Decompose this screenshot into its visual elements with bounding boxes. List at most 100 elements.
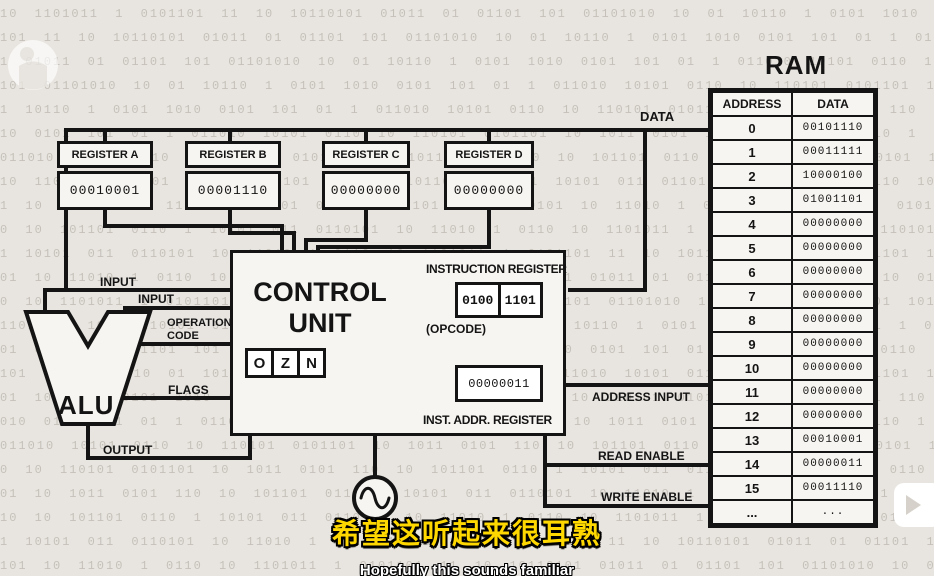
flag-cell: Z bbox=[274, 348, 300, 378]
ram-address-cell: 5 bbox=[711, 235, 793, 261]
flags-wire-label: FLAGS bbox=[168, 383, 209, 397]
ram-header-row: ADDRESS DATA bbox=[711, 91, 875, 117]
ram-data-cell: 00000000 bbox=[791, 379, 875, 405]
ram-data-cell: 00011111 bbox=[791, 139, 875, 165]
instruction-feed-wire bbox=[568, 128, 647, 292]
ram-data-cell: ... bbox=[791, 499, 875, 525]
ram-address-cell: 8 bbox=[711, 307, 793, 333]
ram-data-cell: 10000100 bbox=[791, 163, 875, 189]
ram-data-cell: 00011110 bbox=[791, 475, 875, 501]
ram-address-cell: 10 bbox=[711, 355, 793, 381]
inst-addr-register-value: 00000011 bbox=[455, 365, 543, 402]
ram-address-cell: 6 bbox=[711, 259, 793, 285]
ram-data-cell: 00101110 bbox=[791, 115, 875, 141]
control-unit-title: CONTROL UNIT bbox=[253, 277, 387, 338]
flag-cell: O bbox=[245, 348, 274, 378]
binary-row: 1 10110 1 0101 1010 0101 101 01 1 011010… bbox=[0, 103, 934, 117]
ram-data-cell: 01001101 bbox=[791, 187, 875, 213]
binary-row: 011010 10101 0110 10 110101 0101101 10 1… bbox=[0, 439, 934, 453]
instruction-opcode-bits: 0100 bbox=[458, 285, 501, 315]
ram-address-cell: 1 bbox=[711, 139, 793, 165]
ram-address-cell: 15 bbox=[711, 475, 793, 501]
address-input-label: ADDRESS INPUT bbox=[592, 390, 691, 404]
register-b-wire bbox=[228, 210, 296, 252]
control-unit: CONTROL UNIT INSTRUCTION REGISTER 0100 1… bbox=[230, 250, 567, 436]
register-a-wire bbox=[103, 210, 284, 252]
alu-input1-label: INPUT bbox=[100, 275, 136, 289]
alu-label: ALU bbox=[58, 390, 115, 420]
instruction-register-label: INSTRUCTION REGISTER bbox=[426, 262, 567, 276]
alu-input1-wire bbox=[43, 288, 230, 314]
flag-cell: N bbox=[300, 348, 326, 378]
ram-address-cell: 2 bbox=[711, 163, 793, 189]
pbs-logo-watermark bbox=[6, 38, 60, 97]
alu-output-wire bbox=[86, 422, 252, 460]
register-c-wire bbox=[304, 210, 368, 252]
ram-data-cell: 00000000 bbox=[791, 331, 875, 357]
binary-row: 10 10 101101 0110 1 10101 011 0110101 10… bbox=[0, 511, 934, 525]
binary-row: 1 10101 011 0110101 10 11010 1 0110 10 1… bbox=[0, 535, 934, 549]
ram-address-cell: ... bbox=[711, 499, 793, 525]
ram-address-cell: 0 bbox=[711, 115, 793, 141]
subtitle-english: Hopefully this sounds familiar bbox=[359, 562, 575, 576]
binary-row: 101 10 11010 1 0110 10 1101011 1 0101101… bbox=[0, 559, 934, 573]
ram-row: ...... bbox=[711, 499, 875, 525]
ram-address-cell: 11 bbox=[711, 379, 793, 405]
subtitle-chinese: 希望这听起来很耳熟 bbox=[331, 518, 602, 549]
binary-row: 10 1101011 1 0101101 11 10 10110101 0101… bbox=[0, 7, 934, 21]
alu-input2-label: INPUT bbox=[138, 292, 174, 306]
ram-address-cell: 3 bbox=[711, 187, 793, 213]
opcode-label: (OPCODE) bbox=[426, 322, 486, 336]
ram-address-cell: 7 bbox=[711, 283, 793, 309]
ram-address-cell: 13 bbox=[711, 427, 793, 453]
data-bus-label: DATA bbox=[640, 109, 675, 124]
read-enable-label: READ ENABLE bbox=[598, 449, 685, 463]
ram-address-cell: 14 bbox=[711, 451, 793, 477]
ram-address-cell: 9 bbox=[711, 331, 793, 357]
binary-row: 1 01011 01 01101 101 01101010 10 01 1011… bbox=[0, 55, 934, 69]
ram-col-data: DATA bbox=[791, 91, 875, 117]
operation-code-label: OPERATION CODE bbox=[167, 317, 232, 342]
register-d-wire bbox=[316, 210, 491, 252]
play-next-icon bbox=[905, 495, 921, 515]
write-enable-label: WRITE ENABLE bbox=[601, 490, 693, 504]
instruction-operand-bits: 1101 bbox=[504, 292, 536, 308]
pbs-logo-icon bbox=[8, 40, 58, 90]
ram-data-cell: 00000000 bbox=[791, 283, 875, 309]
play-next-button[interactable] bbox=[894, 483, 934, 527]
alu-shape bbox=[23, 310, 153, 426]
ram-title: RAM bbox=[765, 50, 828, 80]
ram-address-cell: 12 bbox=[711, 403, 793, 429]
instruction-register-value: 0100 1101 bbox=[455, 282, 543, 318]
inst-addr-register-label: INST. ADDR. REGISTER bbox=[423, 413, 552, 427]
ram-col-address: ADDRESS bbox=[711, 91, 793, 117]
ram-data-cell: 00010001 bbox=[791, 427, 875, 453]
binary-row: 101 11 10 10110101 01011 01 01101 101 01… bbox=[0, 31, 934, 45]
sine-wave-icon bbox=[359, 486, 391, 510]
ram-data-cell: 00000000 bbox=[791, 235, 875, 261]
output-label: OUTPUT bbox=[103, 443, 153, 457]
ram-data-cell: 00000000 bbox=[791, 355, 875, 381]
ram-data-cell: 00000000 bbox=[791, 403, 875, 429]
ram-data-cell: 00000000 bbox=[791, 259, 875, 285]
ram-data-cell: 00000011 bbox=[791, 451, 875, 477]
